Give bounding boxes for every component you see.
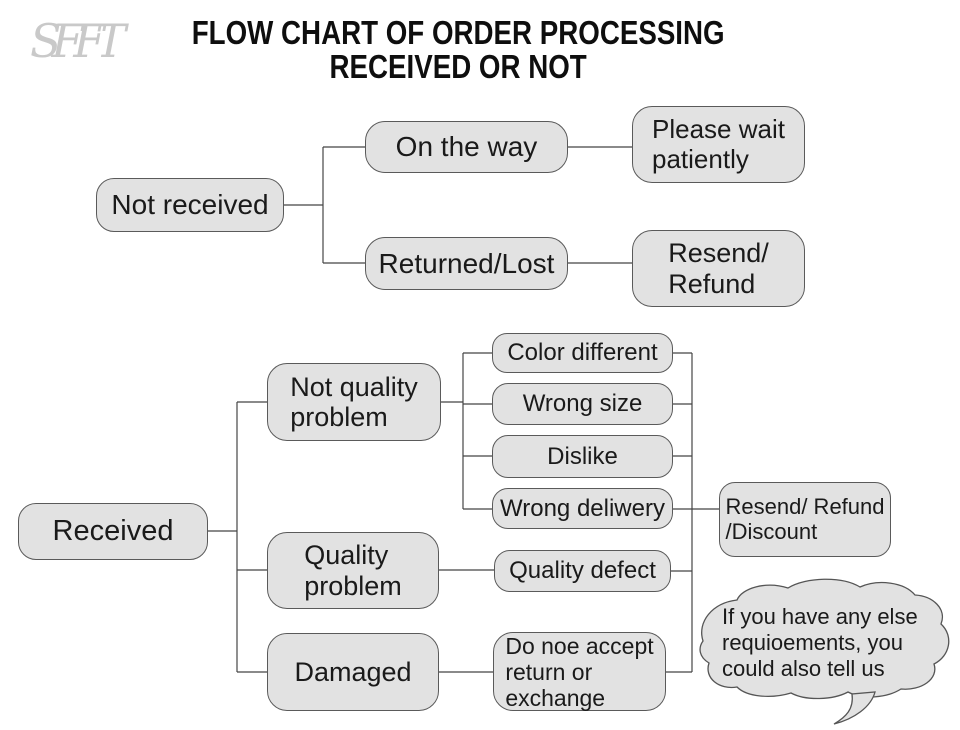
node-on-the-way: On the way	[365, 121, 568, 173]
page-title: FLOW CHART OF ORDER PROCESSING RECEIVED …	[0, 14, 916, 86]
node-damaged: Damaged	[267, 633, 439, 711]
node-please-wait-label: Please wait patiently	[652, 114, 785, 174]
node-color-different: Color different	[492, 333, 673, 373]
brand-logo: SFFT	[30, 14, 126, 68]
node-wrong-delivery: Wrong deliwery	[492, 488, 673, 529]
node-damaged-label: Damaged	[294, 656, 412, 687]
node-quality-problem-label: Quality problem	[304, 540, 402, 601]
page-title-line2: RECEIVED OR NOT	[329, 48, 587, 86]
page-title-line1: FLOW CHART OF ORDER PROCESSING	[191, 14, 725, 51]
node-quality-defect: Quality defect	[494, 550, 671, 592]
node-do-not-accept: Do noe accept return or exchange	[493, 632, 666, 711]
speech-bubble-tail	[833, 691, 876, 725]
node-not-received-label: Not received	[111, 189, 269, 221]
node-not-quality-problem-label: Not quality problem	[290, 371, 418, 433]
node-color-different-label: Color different	[507, 339, 658, 367]
node-quality-problem: Quality problem	[267, 532, 439, 609]
node-wrong-delivery-label: Wrong deliwery	[500, 494, 665, 522]
node-dislike: Dislike	[492, 435, 673, 478]
node-wrong-size-label: Wrong size	[522, 390, 643, 418]
node-received-label: Received	[52, 515, 174, 548]
node-resend-refund-discount: Resend/ Refund /Discount	[719, 482, 891, 557]
node-resend-refund-label: Resend/ Refund	[668, 238, 769, 299]
node-not-received: Not received	[96, 178, 284, 232]
node-not-quality-problem: Not quality problem	[267, 363, 441, 441]
node-received: Received	[18, 503, 208, 560]
node-wrong-size: Wrong size	[492, 383, 673, 425]
node-dislike-label: Dislike	[547, 442, 618, 470]
node-do-not-accept-label: Do noe accept return or exchange	[505, 632, 654, 711]
node-resend-refund: Resend/ Refund	[632, 230, 805, 307]
node-returned-lost-label: Returned/Lost	[378, 247, 555, 279]
node-please-wait: Please wait patiently	[632, 106, 805, 183]
node-resend-refund-discount-label: Resend/ Refund /Discount	[725, 493, 885, 544]
node-quality-defect-label: Quality defect	[509, 557, 656, 585]
speech-bubble-text: If you have any else requioements, you c…	[722, 604, 918, 681]
node-returned-lost: Returned/Lost	[365, 237, 568, 290]
node-on-the-way-label: On the way	[395, 131, 538, 163]
